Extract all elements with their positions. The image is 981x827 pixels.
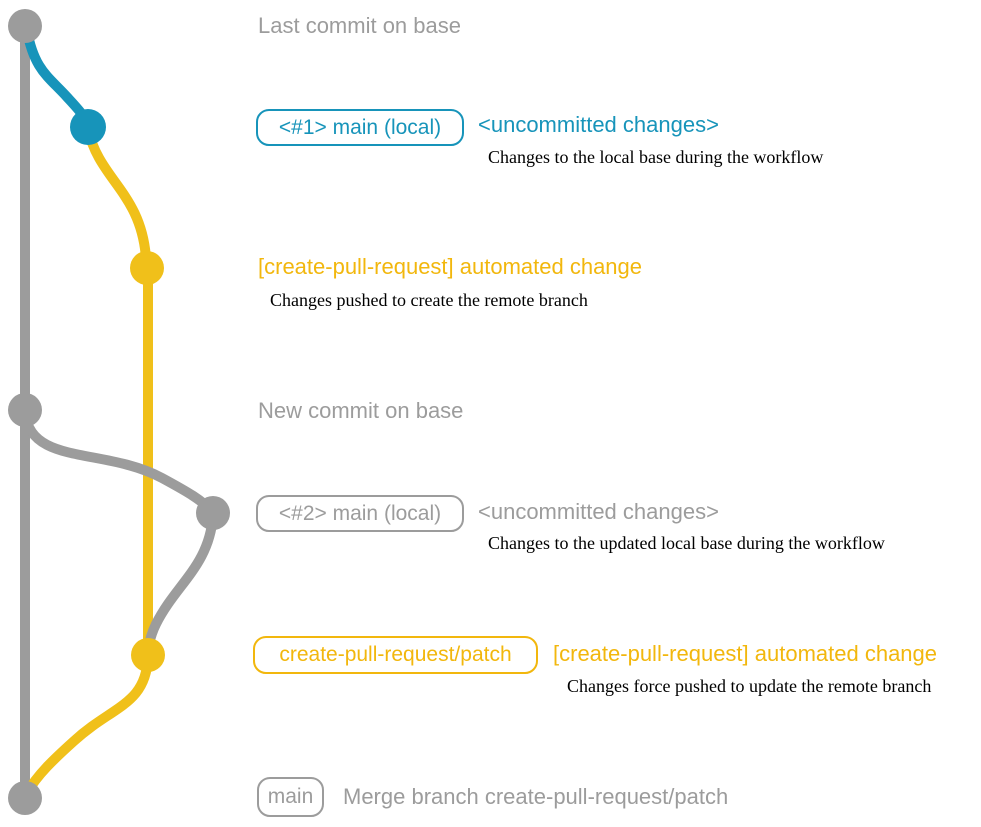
yellow-branch-curve-top xyxy=(83,124,151,263)
description-pushed-create: Changes pushed to create the remote bran… xyxy=(270,290,588,310)
badge-patch-branch: create-pull-request/patch xyxy=(253,636,538,674)
heading-uncommitted-2: <uncommitted changes> xyxy=(478,499,719,524)
label-last-commit: Last commit on base xyxy=(258,13,461,38)
commit-node-base-tip xyxy=(8,9,42,43)
label-new-commit: New commit on base xyxy=(258,398,464,423)
heading-automated-change-1: [create-pull-request] automated change xyxy=(258,254,643,279)
description-local-base: Changes to the local base during the wor… xyxy=(488,147,824,167)
badge-main-local-2: <#2> main (local) xyxy=(256,495,464,532)
badge-main-local-1: <#1> main (local) xyxy=(256,109,464,146)
commit-node-base-new xyxy=(8,393,42,427)
commit-node-merge xyxy=(8,781,42,815)
commit-node-patch-2 xyxy=(131,638,165,672)
git-graph xyxy=(8,9,230,815)
description-force-pushed: Changes force pushed to update the remot… xyxy=(567,676,932,696)
heading-uncommitted-1: <uncommitted changes> xyxy=(478,112,719,137)
label-merge-branch: Merge branch create-pull-request/patch xyxy=(343,784,729,809)
gray-branch-curve-out xyxy=(20,407,218,518)
badge-main: main xyxy=(257,777,324,817)
yellow-branch-curve-bottom xyxy=(22,652,153,798)
commit-node-local-1 xyxy=(70,109,106,145)
gray-branch-curve-in xyxy=(143,511,218,657)
heading-automated-change-2: [create-pull-request] automated change xyxy=(553,641,938,666)
commit-node-local-2 xyxy=(196,496,230,530)
description-updated-base: Changes to the updated local base during… xyxy=(488,533,885,553)
commit-node-patch-1 xyxy=(130,251,164,285)
